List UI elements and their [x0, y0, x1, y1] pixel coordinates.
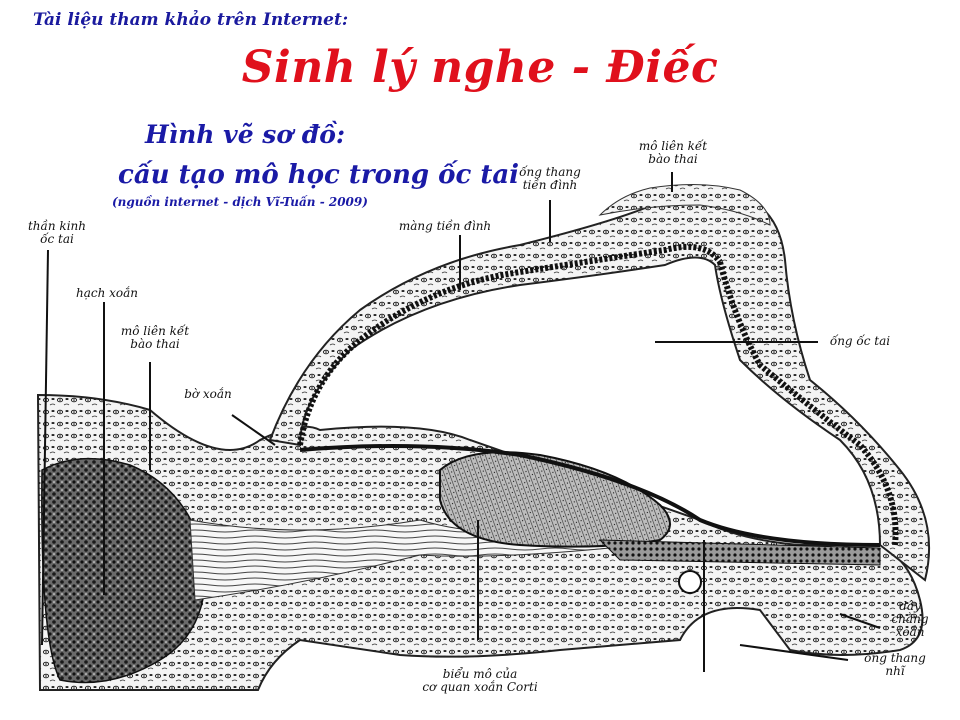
label-day-chang-xoan: dây chằng xoắn: [891, 599, 929, 639]
vessel-circle: [678, 570, 702, 594]
label-mo-lien-ket-top: mô liên kết bào thai: [638, 139, 708, 166]
lower-wall-band: [598, 539, 881, 566]
scala-media-inner-wall: [717, 261, 899, 546]
leader-ong-thang-nhi: [739, 644, 849, 661]
leader-lines: [41, 172, 881, 672]
spiral-ganglion-mass: [41, 457, 207, 684]
basilar-membrane: [299, 444, 881, 547]
organ-of-corti: [439, 451, 671, 548]
label-ong-oc-tai: ống ốc tai: [829, 334, 891, 348]
label-bo-xoan: bờ xoắn: [184, 387, 232, 401]
page-title: Sinh lý nghe - Điếc: [241, 42, 719, 93]
leader-than-kinh: [41, 249, 49, 646]
top-connective-tissue: [598, 183, 771, 226]
figure-source: (nguồn internet - dịch Vĩ-Tuấn - 2009): [112, 195, 368, 209]
label-ong-thang-tien-dinh: ống thang tiền đình: [519, 165, 581, 192]
label-ong-thang-nhi: ống thang nhĩ: [864, 651, 926, 678]
leader-day-chang: [839, 613, 881, 629]
leader-bo-xoan: [231, 414, 276, 446]
figure-heading-line1: Hình vẽ sơ đồ:: [145, 120, 346, 149]
label-than-kinh-oc-tai: thần kinh ốc tai: [27, 219, 86, 246]
label-mang-tien-dinh: màng tiền đình: [398, 219, 492, 233]
figure-heading-line2: cấu tạo mô học trong ốc tai: [118, 160, 520, 190]
label-hach-xoan: hạch xoắn: [75, 286, 139, 300]
label-bieu-mo-corti: biểu mô của cơ quan xoắn Corti: [422, 667, 538, 694]
reissner-membrane: [297, 243, 723, 446]
reference-note: Tài liệu tham khảo trên Internet:: [33, 10, 349, 30]
label-mo-lien-ket-left: mô liên kết bào thai: [120, 324, 190, 351]
